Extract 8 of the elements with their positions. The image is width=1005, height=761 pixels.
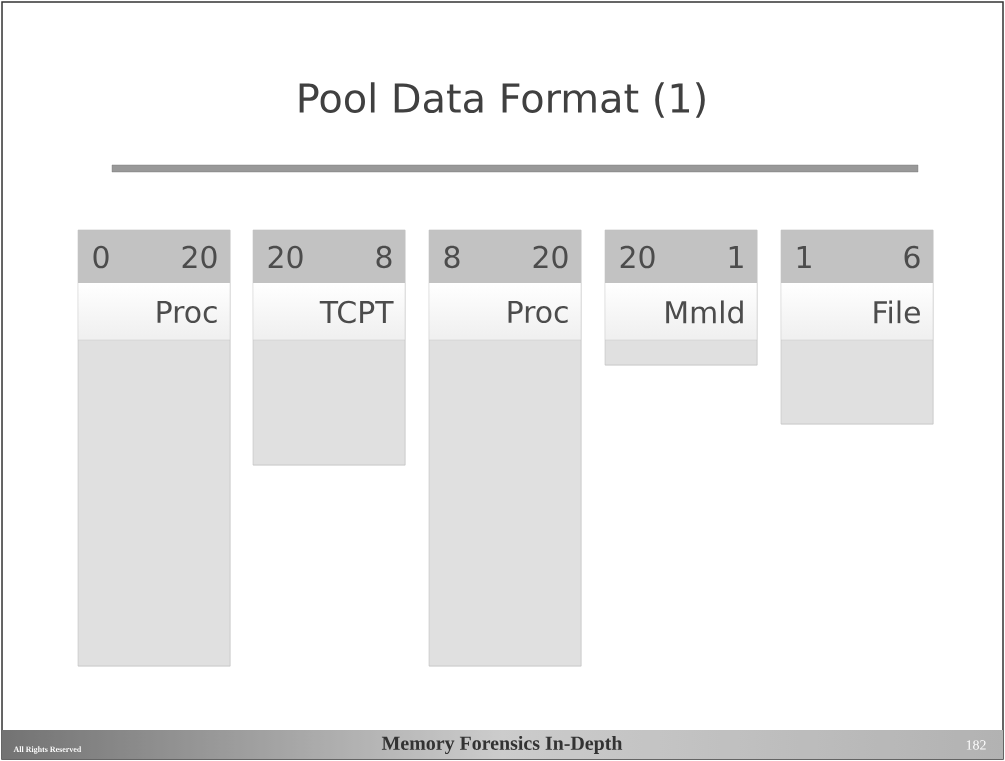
pool-block: 20 8 TCPT	[252, 229, 406, 466]
pool-block: 1 6 File	[780, 229, 934, 425]
pool-block: 0 20 Proc	[77, 229, 231, 667]
slide-title: Pool Data Format (1)	[299, 82, 705, 118]
page-number: 182	[966, 740, 986, 750]
footer-title: Memory Forensics In-Depth	[381, 735, 623, 755]
pool-block: 20 1 Mmld	[604, 229, 758, 366]
pool-block: 8 20 Proc	[428, 229, 582, 667]
